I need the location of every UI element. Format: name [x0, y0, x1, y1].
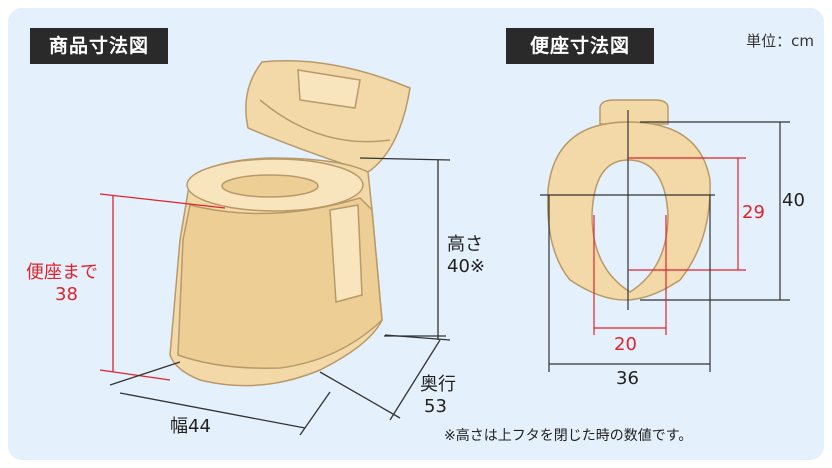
depth-dimension-line — [389, 339, 441, 421]
depth-ext-right — [319, 371, 401, 419]
product-dimension-lines — [99, 157, 451, 436]
seat-illustration — [546, 99, 711, 301]
seat-opening — [591, 159, 669, 293]
inner-width-label: 20 — [614, 334, 637, 355]
height-ext-top — [359, 157, 451, 161]
width-label: 幅44 — [170, 416, 211, 437]
height-value: 40※ — [447, 256, 485, 277]
seat-dimension-lines — [540, 110, 790, 372]
height-label: 高さ — [447, 234, 483, 255]
seat-dimensions-title: 便座寸法図 — [506, 28, 654, 64]
width-ext-left — [109, 361, 181, 386]
seat-hole — [221, 174, 319, 198]
seat-height-value: 38 — [55, 284, 78, 305]
lid-inner-curve — [259, 99, 391, 143]
product-dimensions-title: 商品寸法図 — [30, 28, 168, 64]
footnote: ※高さは上フタを閉じた時の数値です。 — [444, 428, 693, 444]
outer-width-label: 36 — [616, 368, 639, 389]
seat-height-label: 便座まで — [26, 262, 98, 283]
width-dimension-line — [119, 392, 306, 429]
commode-illustration — [169, 60, 411, 387]
seat-height-ext-top — [99, 193, 226, 209]
depth-value: 53 — [424, 396, 447, 417]
seat-hinge-tab — [599, 99, 669, 125]
side-pocket — [329, 204, 363, 303]
inner-height-label: 29 — [742, 202, 765, 223]
commode-front-panel — [177, 197, 383, 369]
seat-height-ext-bottom — [99, 369, 171, 381]
lid-handle — [297, 69, 361, 109]
depth-label: 奥行 — [420, 374, 456, 395]
unit-label: 単位：cm — [746, 32, 814, 50]
outer-height-label: 40 — [782, 190, 805, 211]
